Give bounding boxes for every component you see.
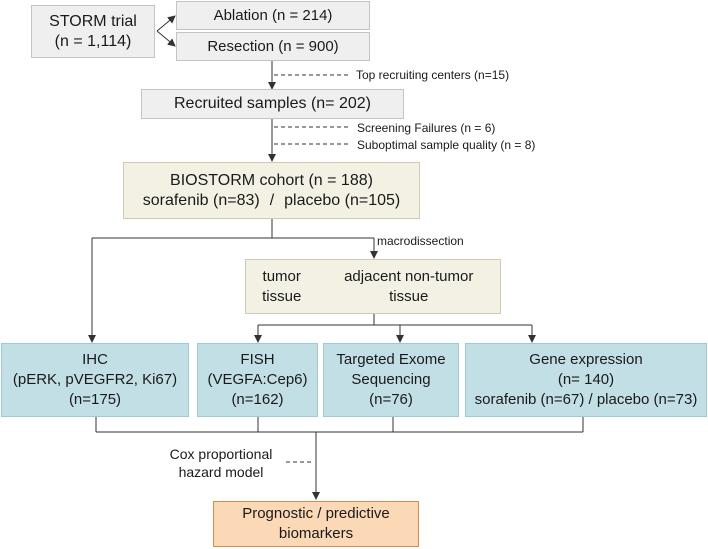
gene-expression-box: Gene expression (n= 140) sorafenib (n=67… — [465, 343, 707, 417]
tumor-line1: tumor — [262, 267, 301, 285]
tumor-tissue-label: tumor tissue — [246, 267, 317, 307]
resection-label: Resection (n = 900) — [207, 37, 339, 55]
suboptimal-note: Suboptimal sample quality (n = 8) — [357, 138, 536, 152]
ihc-box: IHC (pERK, pVEGFR2, Ki67) (n=175) — [1, 343, 189, 417]
arrow-to-resection — [156, 30, 176, 47]
ihc-count: (n=175) — [68, 391, 122, 408]
ablation-box: Ablation (n = 214) — [176, 1, 370, 30]
fish-box: FISH (VEGFA:Cep6) (n=162) — [197, 343, 318, 417]
tumor-line2: tissue — [262, 287, 302, 305]
recruited-label: Recruited samples (n= 202) — [174, 95, 371, 112]
exome-title: Targeted Exome — [336, 351, 446, 368]
resection-box: Resection (n = 900) — [176, 32, 370, 61]
arrow-to-ablation — [156, 15, 176, 32]
biostorm-separator: / — [269, 191, 275, 209]
storm-trial-box: STORM trial (n = 1,114) — [31, 5, 155, 58]
ihc-title: IHC — [82, 351, 108, 368]
cox-model-label: Cox proportional hazard model — [160, 445, 282, 481]
ihc-markers: (pERK, pVEGFR2, Ki67) — [12, 371, 178, 388]
biomarkers-line1: Prognostic / predictive — [242, 505, 390, 522]
fish-title: FISH — [240, 351, 275, 368]
storm-count: (n = 1,114) — [54, 32, 132, 50]
gene-arms: sorafenib (n=67) / placebo (n=73) — [474, 391, 698, 408]
biostorm-title: BIOSTORM cohort (n = 188) — [170, 171, 373, 189]
cox-line2: hazard model — [178, 464, 264, 480]
screening-note: Screening Failures (n = 6) — [357, 121, 496, 135]
exome-box: Targeted Exome Sequencing (n=76) — [323, 343, 459, 417]
ablation-label: Ablation (n = 214) — [213, 6, 333, 24]
gene-title: Gene expression — [529, 351, 643, 368]
macrodissection-note: macrodissection — [377, 234, 464, 248]
exome-count: (n=76) — [369, 391, 413, 408]
biostorm-cohort-box: BIOSTORM cohort (n = 188) sorafenib (n=8… — [123, 162, 420, 219]
top-centers-note: Top recruiting centers (n=15) — [356, 68, 510, 82]
biostorm-sorafenib: sorafenib (n=83) — [142, 191, 260, 209]
biomarkers-line2: biomarkers — [278, 525, 354, 542]
biomarkers-box: Prognostic / predictive biomarkers — [213, 501, 419, 547]
biostorm-arms: sorafenib (n=83) / placebo (n=105) — [143, 191, 401, 211]
recruited-box: Recruited samples (n= 202) — [141, 89, 404, 119]
fish-count: (n=162) — [231, 391, 284, 408]
gene-count: (n= 140) — [557, 371, 615, 388]
adjacent-tissue-label: adjacent non-tumor tissue — [317, 267, 500, 307]
storm-title: STORM trial — [49, 12, 137, 30]
exome-title-2: Sequencing — [351, 371, 431, 388]
adjacent-line1: adjacent non-tumor — [344, 267, 474, 285]
tissue-box: tumor tissue adjacent non-tumor tissue — [245, 259, 501, 314]
adjacent-line2: tissue — [389, 287, 429, 305]
biostorm-placebo: placebo (n=105) — [284, 191, 401, 209]
cox-line1: Cox proportional — [169, 446, 273, 462]
fish-probe: (VEGFA:Cep6) — [207, 371, 308, 388]
